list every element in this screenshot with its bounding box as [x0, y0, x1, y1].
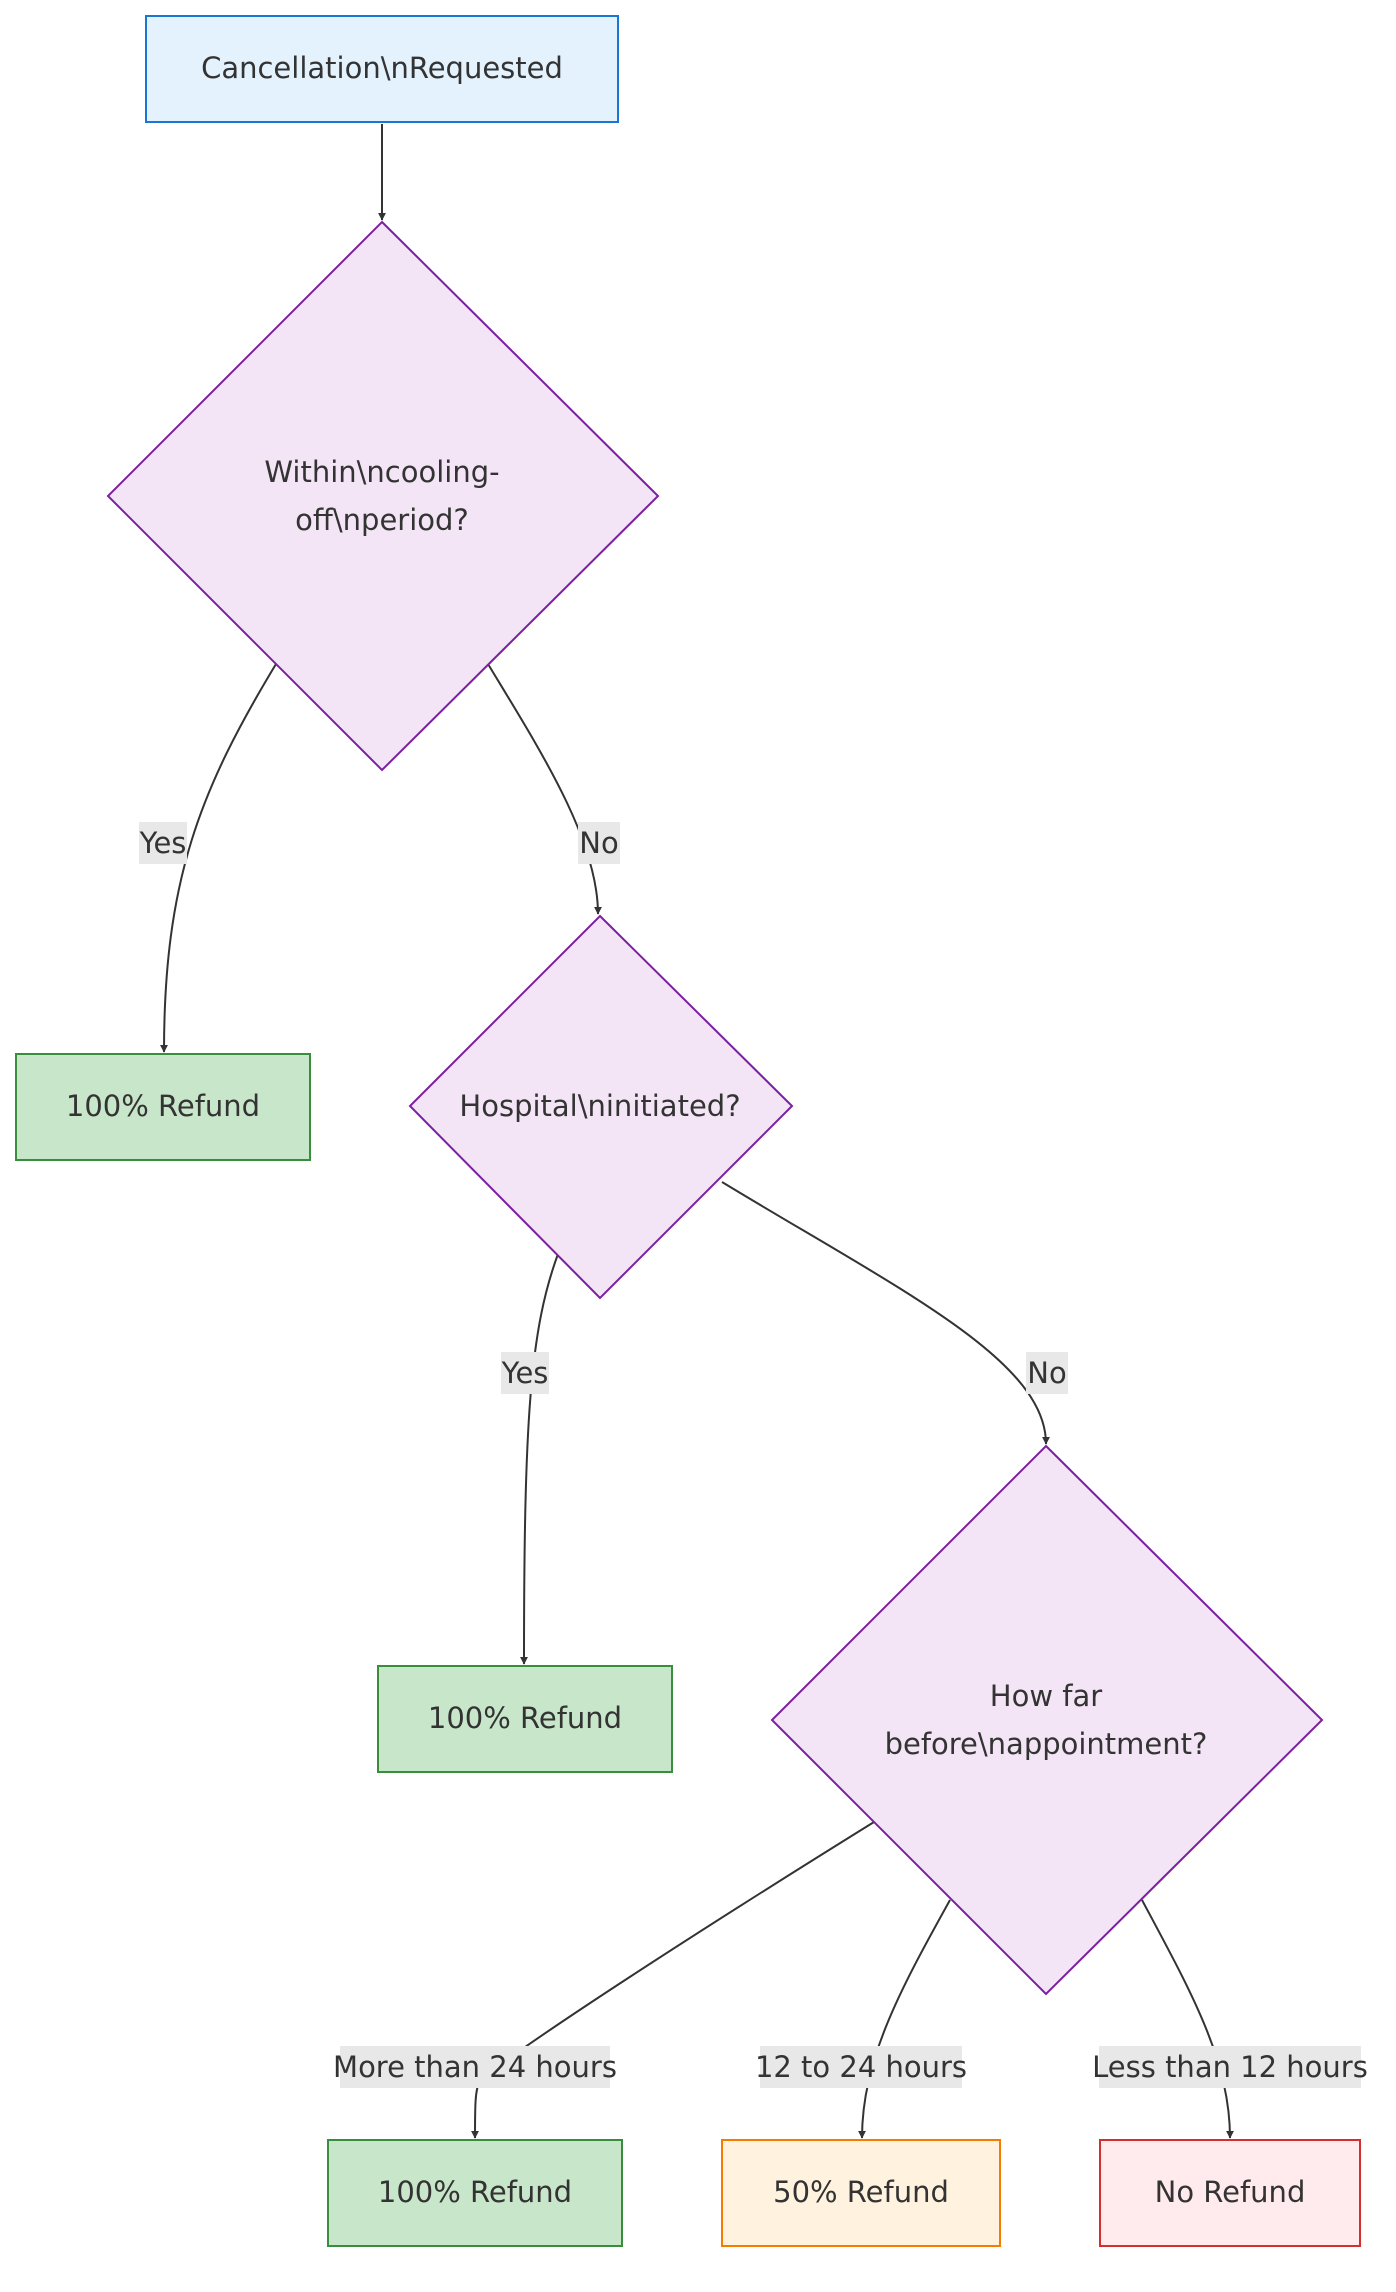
outcome-refund-hospital: 100% Refund: [377, 1665, 673, 1773]
edge-cooling-no: [487, 663, 602, 915]
edge-label-hospital-yes: Yes: [501, 1352, 549, 1394]
decision-hospital-initiated: Hospital\ninitiated?: [408, 914, 794, 1300]
node-shape: [1099, 2139, 1361, 2247]
decision-shape: [770, 1444, 1324, 1996]
edge-label-bg: [578, 822, 620, 864]
decision-cooling-off: Within\ncooling- off\nperiod?: [106, 220, 660, 772]
outcome-refund-half: 50% Refund: [721, 2139, 1001, 2247]
edge-label-less-than-12: Less than 12 hours: [1092, 2046, 1368, 2088]
edge-label-text: More than 24 hours: [333, 2050, 617, 2084]
node-label: 100% Refund: [66, 1089, 260, 1123]
nodes: Cancellation\nRequested Within\ncooling-…: [15, 15, 1361, 2247]
node-label: Hospital\ninitiated?: [459, 1089, 740, 1123]
edge-label-bg: [1026, 1352, 1068, 1394]
decision-time-before-appointment: How far before\nappointment?: [770, 1444, 1324, 1996]
decision-shape: [408, 914, 794, 1300]
edge-label-text: No: [579, 826, 618, 860]
node-cancellation-requested: Cancellation\nRequested: [145, 15, 619, 123]
edge-label-text: Yes: [139, 826, 187, 860]
node-label: No Refund: [1155, 2175, 1306, 2209]
node-label: 50% Refund: [773, 2175, 949, 2209]
node-label-line-1: How far: [990, 1679, 1102, 1713]
edge-label-text: Less than 12 hours: [1092, 2050, 1368, 2084]
edge-label-text: Yes: [501, 1356, 549, 1390]
node-label-line-1: Within\ncooling-: [264, 455, 499, 489]
node-label: 100% Refund: [428, 1701, 622, 1735]
outcome-no-refund: No Refund: [1099, 2139, 1361, 2247]
edge-cooling-yes: [160, 663, 277, 1053]
edge-label-bg: [501, 1352, 549, 1394]
node-shape: [145, 15, 619, 123]
node-label-line-2: off\nperiod?: [295, 503, 469, 537]
edges: [160, 124, 1234, 2139]
edge-hospital-yes: [520, 1253, 559, 1665]
edge-hospital-no: [721, 1181, 1050, 1445]
edge-labels: Yes No Yes No More than 24 hours 12 to 2…: [139, 822, 1368, 2088]
edge-timing-more-24: [471, 1821, 875, 2139]
outcome-refund-full: 100% Refund: [327, 2139, 623, 2247]
outcome-refund-cooling: 100% Refund: [15, 1053, 311, 1161]
node-label-line-2: before\nappointment?: [885, 1727, 1208, 1761]
node-shape: [15, 1053, 311, 1161]
edge-label-cooling-no: No: [578, 822, 620, 864]
node-label: Cancellation\nRequested: [201, 51, 563, 85]
edge-label-bg: [340, 2046, 610, 2088]
node-shape: [327, 2139, 623, 2247]
edge-label-more-than-24: More than 24 hours: [333, 2046, 617, 2088]
edge-label-cooling-yes: Yes: [139, 822, 187, 864]
edge-timing-12-24: [858, 1899, 951, 2139]
decision-shape: [106, 220, 660, 772]
edge-label-text: No: [1027, 1356, 1066, 1390]
edge-label-bg: [1099, 2046, 1361, 2088]
node-shape: [377, 1665, 673, 1773]
edge-label-bg: [139, 822, 187, 864]
edge-timing-less-12: [1141, 1899, 1234, 2139]
node-shape: [721, 2139, 1001, 2247]
edge-label-hospital-no: No: [1026, 1352, 1068, 1394]
edge-label-bg: [760, 2046, 962, 2088]
edge-label-text: 12 to 24 hours: [755, 2050, 967, 2084]
node-label: 100% Refund: [378, 2175, 572, 2209]
edge-label-12-to-24: 12 to 24 hours: [755, 2046, 967, 2088]
